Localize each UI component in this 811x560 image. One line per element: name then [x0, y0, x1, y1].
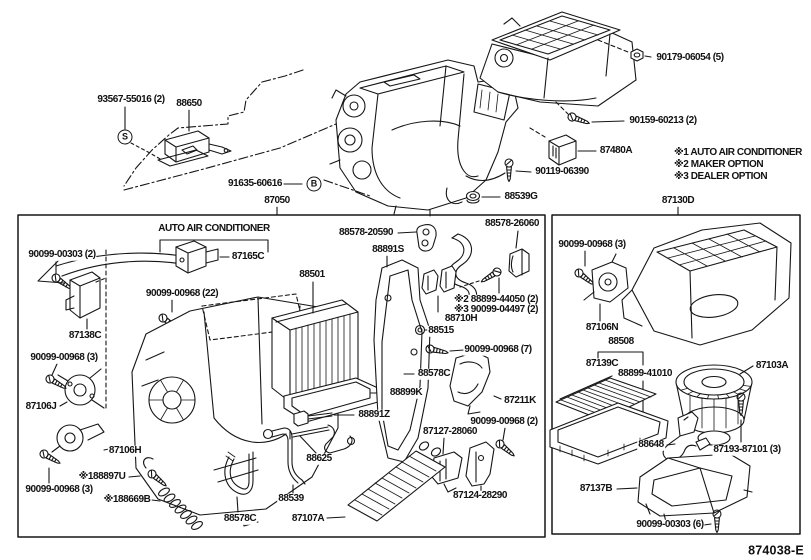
label-188897U: ※188897U [77, 470, 127, 483]
label-88578-20590: 88578-20590 [338, 226, 394, 239]
label-87124-28290: 87124-28290 [452, 489, 508, 502]
label-group-auto-ac: AUTO AIR CONDITIONER [157, 222, 271, 235]
label-90099-00303-6: 90099-00303 (6) [635, 518, 705, 531]
sketch-blower-exploded [549, 222, 792, 534]
label-legend-2: ※2 MAKER OPTION [673, 158, 765, 171]
label-88578-26060: 88578-26060 [484, 217, 540, 230]
label-88648: 88648 [637, 438, 665, 451]
label-section-87050: 87050 [263, 194, 291, 207]
label-88891Z: 88891Z [357, 408, 391, 421]
label-90099-00968-7: 90099-00968 (7) [463, 343, 533, 356]
label-90099-00968-3a: 90099-00968 (3) [29, 351, 99, 364]
label-90099-00968-22: 90099-00968 (22) [144, 287, 220, 300]
label-87211K: 87211K [503, 394, 537, 407]
label-88515: 88515 [427, 324, 455, 337]
label-88650: 88650 [175, 97, 203, 110]
sketch-heater-exploded [37, 224, 530, 531]
label-91635-60616: 91635-60616 [227, 177, 283, 190]
blower-unit-box [551, 214, 801, 535]
label-87193-87101: 87193-87101 (3) [712, 443, 782, 456]
label-90099-00968-3b: 90099-00968 (3) [24, 483, 94, 496]
label-87106N: 87106N [584, 321, 620, 334]
label-callout-s: S [117, 129, 133, 145]
label-88578C-m: 88578C [416, 367, 452, 380]
label-88539: 88539 [277, 492, 305, 505]
label-legend-1: ※1 AUTO AIR CONDITIONER [673, 146, 803, 159]
label-88891S: 88891S [371, 243, 405, 256]
label-90119-06390: 90119-06390 [534, 165, 590, 178]
label-87165C: 87165C [230, 250, 266, 263]
heater-unit-box [17, 214, 546, 538]
label-88899K: 88899K [388, 386, 424, 399]
label-87106J: 87106J [24, 400, 58, 413]
label-88501: 88501 [298, 268, 326, 281]
label-93567-55016: 93567-55016 (2) [96, 93, 166, 106]
label-90159-60213: 90159-60213 (2) [628, 114, 698, 127]
label-87480A: 87480A [598, 144, 634, 157]
label-88578C-b: 88578C [222, 512, 258, 525]
sketch-top-fasteners [276, 39, 679, 216]
label-88899-44050: ※2 88899-44050 (2) [453, 293, 539, 306]
label-87139C: 87139C [584, 357, 620, 370]
label-90179-06054: 90179-06054 (5) [655, 51, 725, 64]
label-section-87130D: 87130D [660, 194, 696, 207]
section-boxes [17, 214, 801, 538]
label-87107A: 87107A [290, 512, 326, 525]
sketch-dashboard-outline [123, 69, 337, 191]
label-188669B: ※188669B [102, 493, 152, 506]
label-callout-b: B [306, 176, 322, 192]
sketch-blower-assembly [479, 11, 637, 107]
sketch-amplifier-88650 [157, 130, 232, 167]
label-legend-3: ※3 DEALER OPTION [673, 170, 769, 183]
label-87138C: 87138C [67, 329, 103, 342]
label-88625: 88625 [305, 452, 333, 465]
label-88710H: 88710H [443, 312, 479, 325]
label-88508: 88508 [607, 335, 635, 348]
label-88899-41010: 88899-41010 [617, 367, 673, 380]
label-90099-00303-2: 90099-00303 (2) [27, 248, 97, 261]
label-90099-00968-2: 90099-00968 (2) [469, 415, 539, 428]
label-87106H: 87106H [107, 444, 143, 457]
label-87127-28060: 87127-28060 [422, 425, 478, 438]
label-90099-04497: ※3 90099-04497 (2) [453, 303, 539, 316]
sketch-heater-assembly [323, 59, 519, 217]
label-90099-00968-3c: 90099-00968 (3) [557, 238, 627, 251]
label-88539G: 88539G [503, 190, 539, 203]
label-drawing-number: 874038-E [747, 543, 805, 558]
label-87137B: 87137B [578, 482, 614, 495]
label-87103A: 87103A [754, 359, 790, 372]
